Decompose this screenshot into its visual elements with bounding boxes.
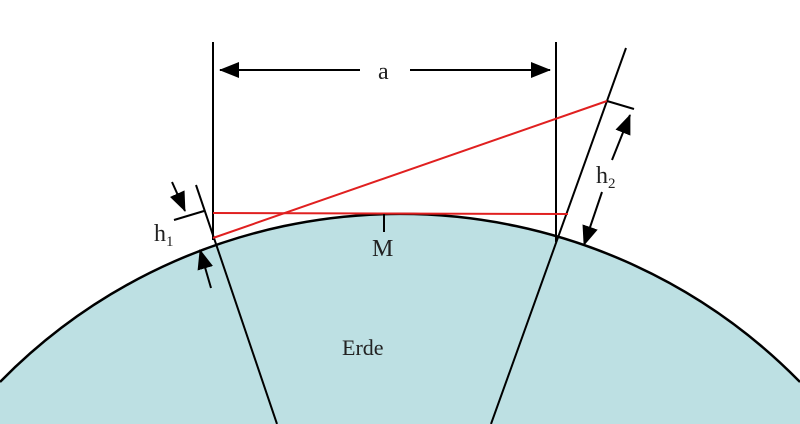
left-radial-line (195, 184, 278, 424)
right-radial-line (490, 47, 627, 424)
h1-arrow-top (169, 181, 186, 212)
label-earth: Erde (342, 335, 384, 360)
label-a: a (378, 59, 389, 85)
label-h1-subscript: 1 (166, 234, 174, 250)
h1-arrow-bottom (197, 249, 213, 289)
label-m: M (372, 236, 393, 262)
tangent-line (212, 212, 569, 215)
h2-tick (606, 100, 635, 110)
sight-line (212, 100, 608, 239)
earth-fill (0, 213, 800, 424)
h2-arrow-bottom (582, 191, 603, 246)
label-h1: h1 (154, 221, 174, 250)
label-h2-subscript: 2 (608, 176, 616, 192)
label-h1-main: h (154, 221, 166, 247)
h1-tick (173, 210, 205, 221)
label-h2-main: h (596, 163, 608, 189)
label-h2: h2 (596, 163, 616, 192)
h2-arrow-top (611, 114, 631, 161)
